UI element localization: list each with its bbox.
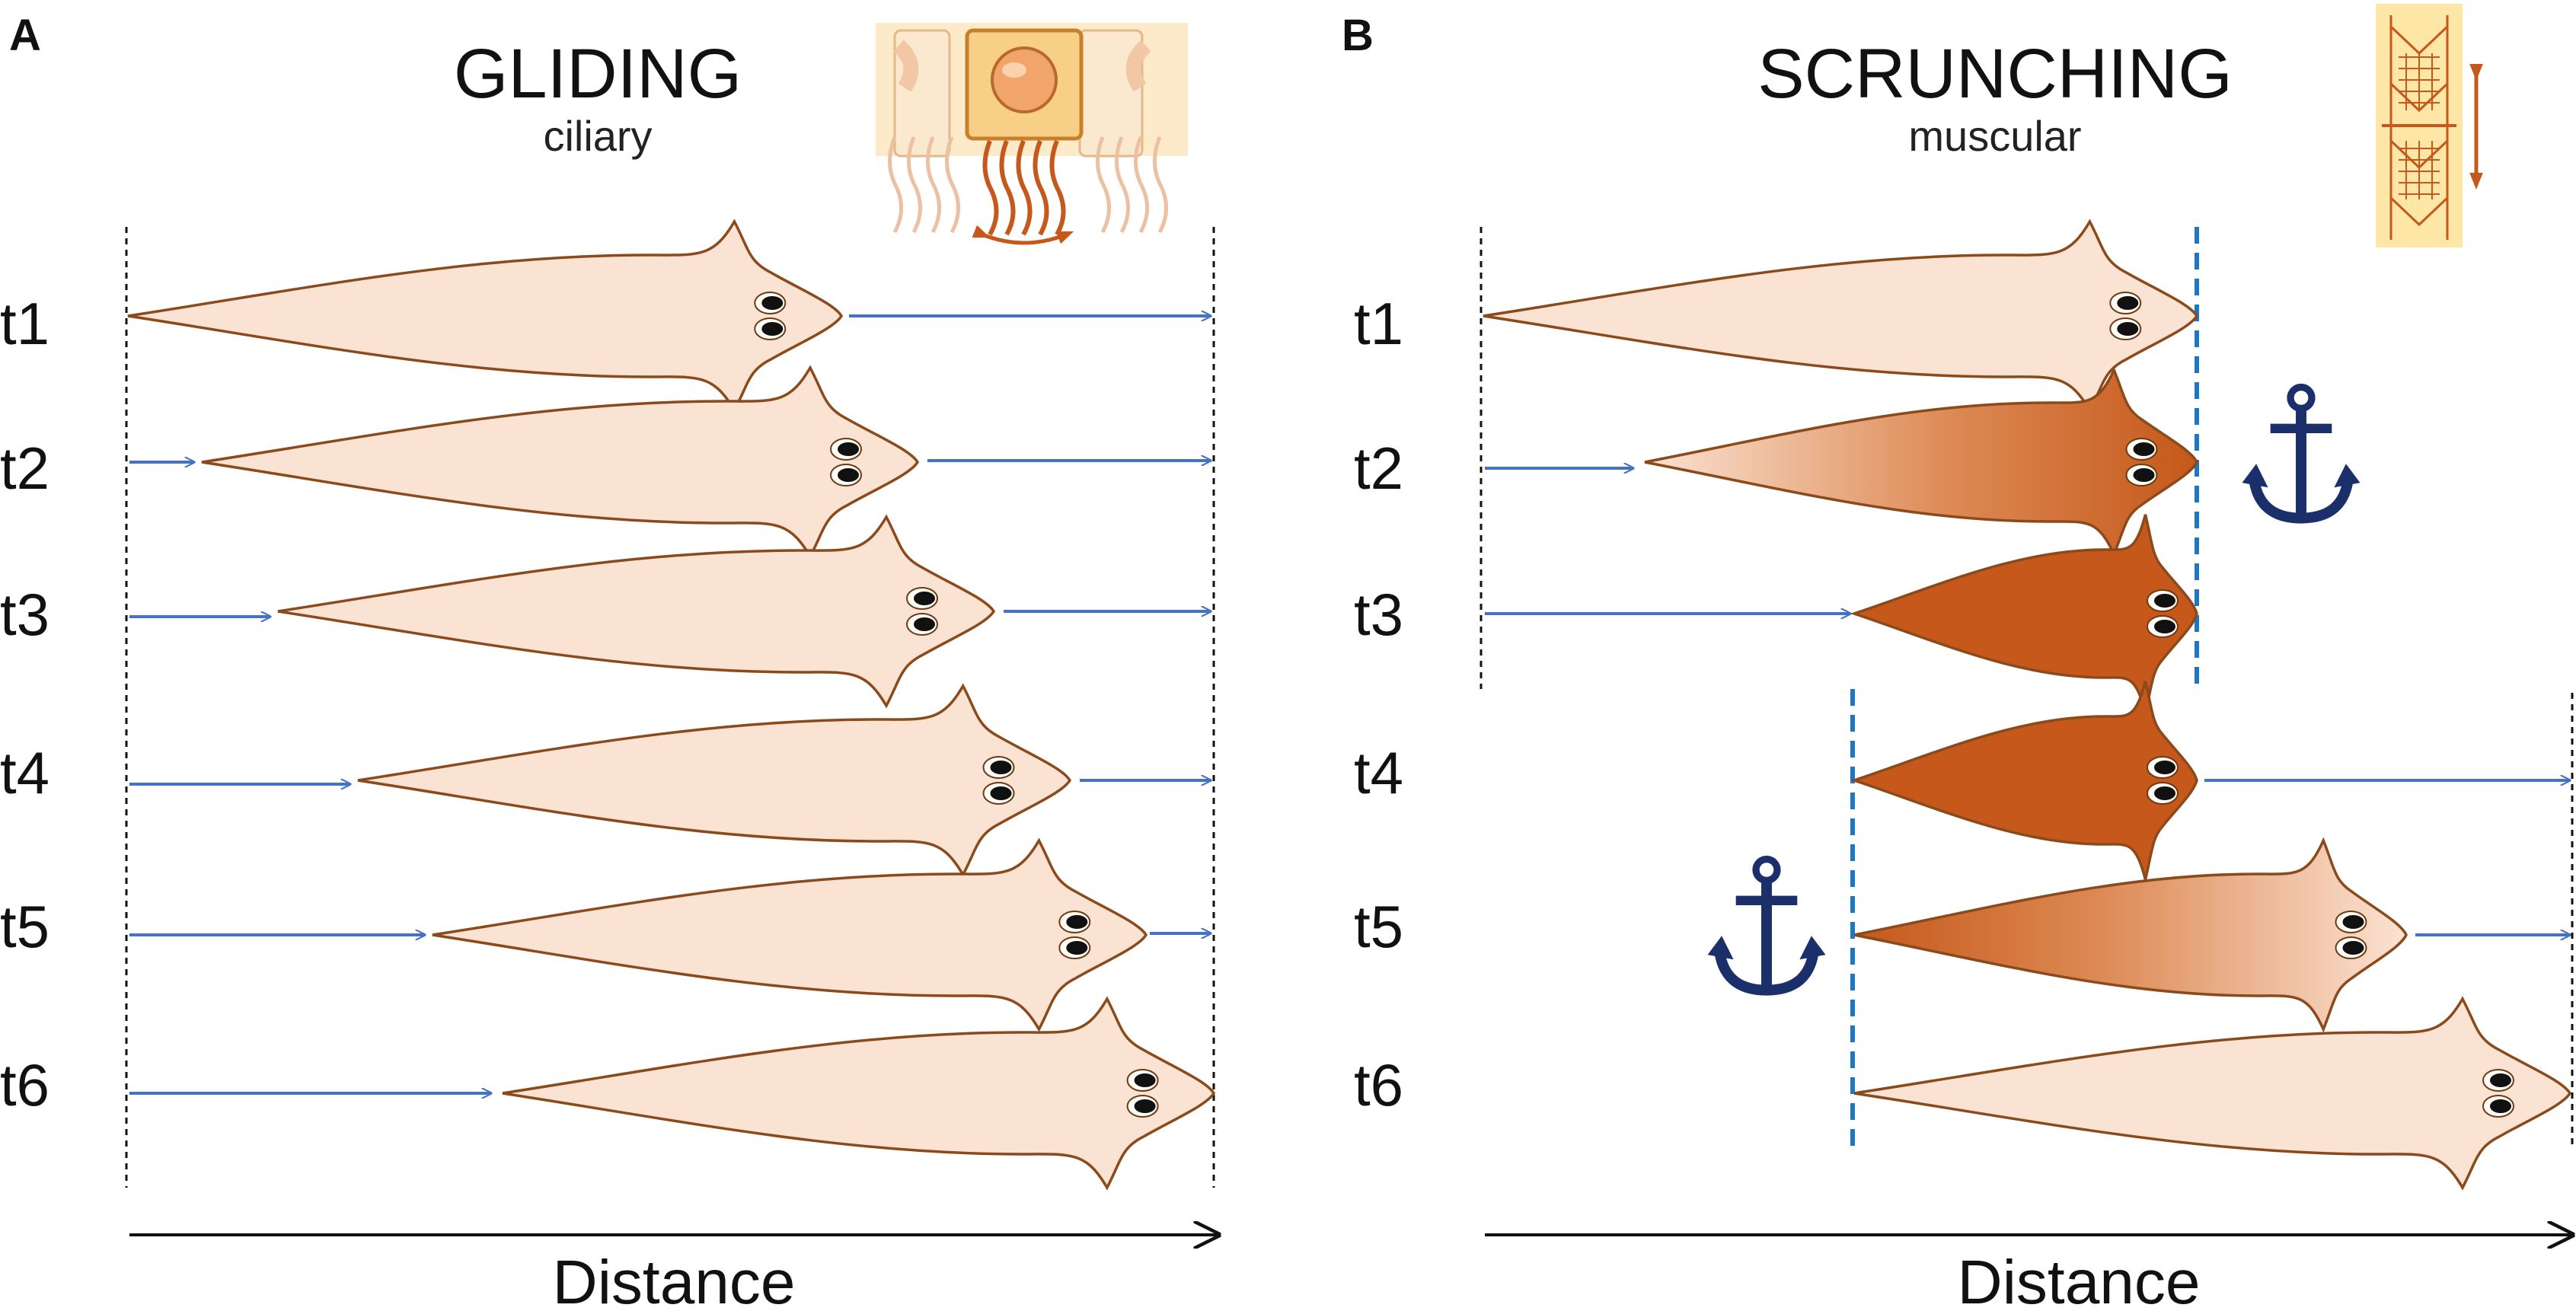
eyespot [906, 613, 938, 636]
panel-title: GLIDING [454, 35, 742, 113]
worm-body [277, 514, 996, 709]
planarian-worm [1850, 681, 2198, 880]
eyespot [830, 438, 862, 461]
planarian-worm [277, 514, 996, 709]
row-label: t3 [1354, 581, 1403, 648]
panel-subtitle: muscular [1908, 112, 2081, 160]
worm-body [201, 365, 920, 560]
eyespot [2147, 589, 2179, 612]
eyespot [1058, 911, 1091, 933]
planarian-worm [1853, 996, 2572, 1191]
row-label: t6 [1354, 1051, 1403, 1118]
worm-body [502, 996, 1216, 1191]
eyespot [2147, 615, 2179, 638]
eyespot [2482, 1095, 2514, 1118]
planarian-worm [127, 218, 844, 413]
anchor-icon [1707, 855, 1826, 996]
planarian-worm [1483, 218, 2199, 413]
anchor-icon [2242, 383, 2361, 524]
row-label: t4 [1354, 739, 1403, 806]
eyespot [2147, 756, 2179, 779]
eyespot [754, 292, 787, 314]
row-label: t5 [0, 893, 49, 960]
eyespot [1058, 936, 1091, 959]
worm-body [1483, 218, 2199, 413]
eyespot [830, 464, 862, 486]
eyespot [2109, 292, 2142, 314]
panel-scrunching: B SCRUNCHING muscular [1342, 4, 2572, 1311]
panel-subtitle: ciliary [543, 112, 652, 160]
eyespot [2109, 317, 2142, 340]
row-label: t6 [0, 1051, 49, 1118]
worm-body [357, 683, 1072, 878]
eyespot [906, 587, 938, 610]
eyespot [2335, 936, 2367, 959]
panel-letter: A [9, 11, 41, 60]
panel-letter: B [1342, 11, 1374, 60]
row-label: t5 [1354, 893, 1403, 960]
planarian-worm [201, 365, 920, 560]
eyespot [1126, 1095, 1159, 1118]
eyespot [982, 782, 1015, 805]
eyespot [2482, 1069, 2514, 1092]
muscle-fiber-icon [2376, 4, 2483, 247]
eyespot [1126, 1069, 1159, 1092]
planarian-worm [1850, 514, 2198, 713]
panel-gliding: A GLIDING ciliary [0, 11, 1218, 1311]
worm-body [1850, 514, 2198, 713]
eyespot [2335, 911, 2367, 933]
eyespot [754, 317, 787, 340]
worm-body [432, 837, 1148, 1032]
row-label: t2 [1354, 435, 1403, 502]
eyespot [2125, 464, 2158, 486]
row-label: t3 [0, 581, 49, 648]
eyespot [2147, 782, 2179, 805]
planarian-worm [1644, 366, 2198, 558]
worm-body [1853, 996, 2572, 1191]
worm-body [1644, 366, 2198, 558]
row-label: t2 [0, 435, 49, 502]
planarian-worm [502, 996, 1216, 1191]
panel-title: SCRUNCHING [1757, 35, 2233, 113]
planarian-worm [432, 837, 1148, 1032]
axis-label: Distance [1957, 1248, 2200, 1311]
motion-arrows [129, 316, 1211, 1093]
worm-body [1850, 681, 2198, 880]
eyespot [982, 756, 1015, 779]
motion-arrows [1485, 468, 2570, 935]
planarian-worm [357, 683, 1072, 878]
worm-body [1853, 837, 2408, 1033]
axis-label: Distance [552, 1248, 795, 1311]
row-label: t1 [1354, 290, 1403, 357]
cilia-cell-icon [876, 23, 1188, 245]
planarian-worm [1853, 837, 2408, 1033]
row-label: t1 [0, 290, 49, 357]
eyespot [2125, 438, 2158, 461]
worm-body [127, 218, 844, 413]
row-label: t4 [0, 739, 49, 806]
